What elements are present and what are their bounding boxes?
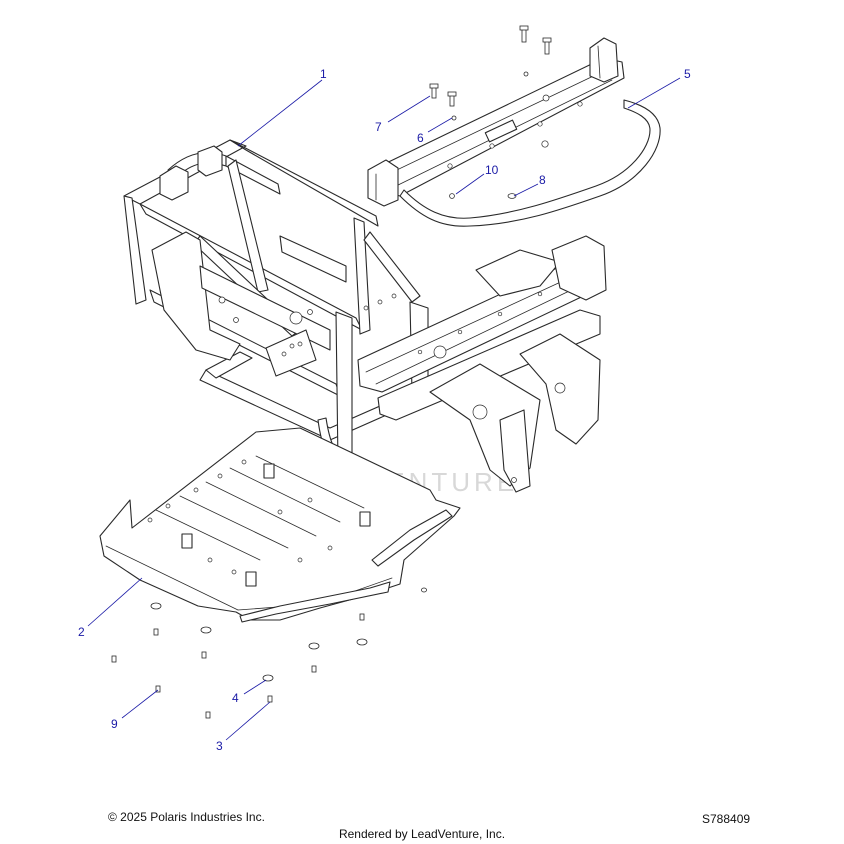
rack-bolts[interactable] (429, 25, 552, 199)
callout-7[interactable]: 7 (375, 120, 382, 134)
callout-10[interactable]: 10 (485, 163, 499, 177)
floor-fasteners[interactable] (111, 587, 427, 719)
callout-2[interactable]: 2 (78, 625, 85, 639)
copyright-notice: © 2025 Polaris Industries Inc. (108, 810, 265, 824)
floor-skid-plate[interactable] (99, 427, 461, 623)
callout-1[interactable]: 1 (320, 67, 327, 81)
callout-4[interactable]: 4 (232, 691, 239, 705)
callout-leaders (87, 77, 681, 741)
diagram-part-number: S788409 (702, 812, 751, 826)
callout-8[interactable]: 8 (539, 173, 546, 187)
callout-6[interactable]: 6 (417, 131, 424, 145)
rendered-by-credit: Rendered by LeadVenture, Inc. (338, 827, 506, 841)
main-frame-assembly[interactable] (123, 139, 607, 493)
callout-5[interactable]: 5 (684, 67, 691, 81)
callout-3[interactable]: 3 (216, 739, 223, 753)
callout-9[interactable]: 9 (111, 717, 118, 731)
rear-rack-assembly[interactable] (367, 37, 661, 227)
